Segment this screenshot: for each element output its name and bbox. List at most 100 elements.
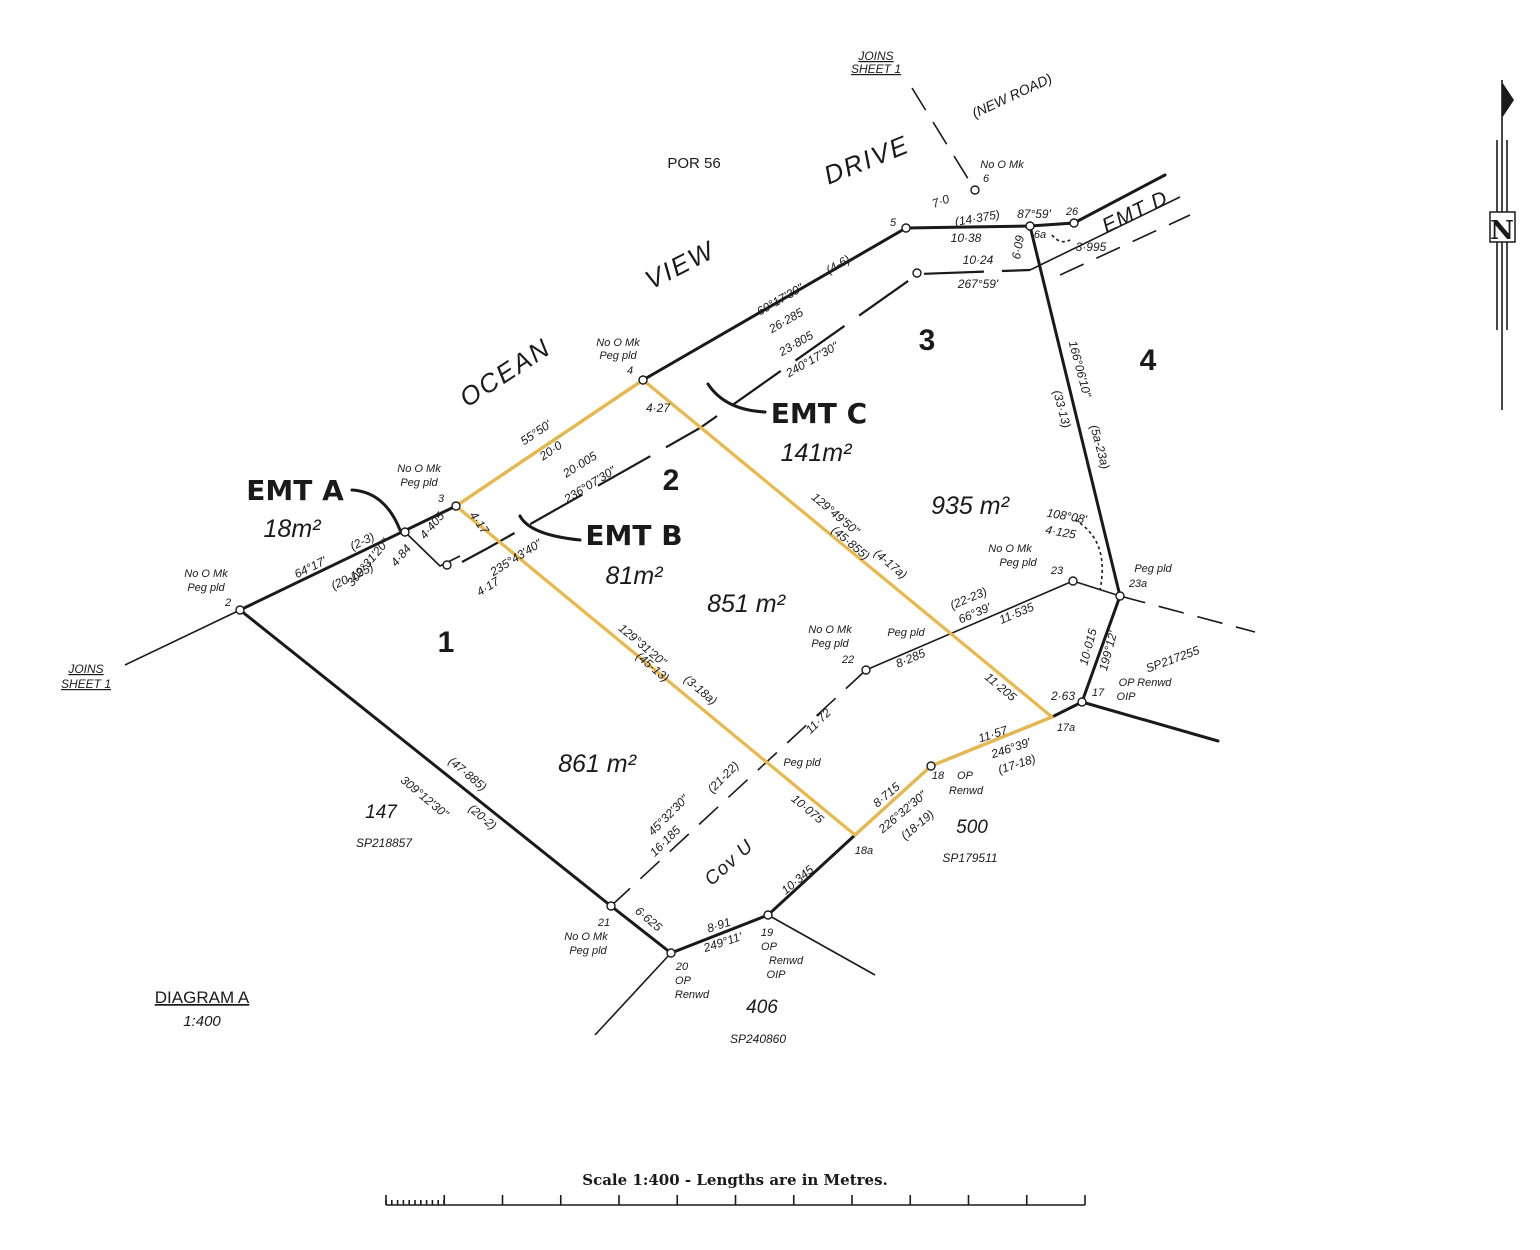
emt-a-leader xyxy=(350,488,402,532)
ann-l-47885: (47·885) xyxy=(446,754,490,794)
joins-line-west xyxy=(124,609,241,666)
dashed-21-22 xyxy=(610,669,867,907)
new-road-label: (NEW ROAD) xyxy=(969,70,1054,121)
emt-b-leader xyxy=(518,514,582,542)
station-22-note: No O Mk xyxy=(808,624,852,636)
north-arrow-box xyxy=(1489,211,1516,243)
lot-2-highlight xyxy=(454,378,1054,837)
easement-a-line xyxy=(404,531,461,567)
ann-l-1024: 10·24 xyxy=(963,253,994,267)
station-3-id: 3 xyxy=(438,493,445,505)
station-4-note2: Peg pld xyxy=(599,350,637,362)
mark-e1 xyxy=(912,268,922,278)
lot-1-area: 861 m² xyxy=(558,750,637,778)
station-21-id: 21 xyxy=(597,917,610,929)
joins-sheet-top-1: JOINS xyxy=(857,49,893,63)
dashed-new-road xyxy=(911,87,976,191)
north-arrow: N xyxy=(1489,80,1516,410)
ann-l-3995: 3·995 xyxy=(1076,240,1107,254)
ann-l-484: 4·84 xyxy=(388,541,414,569)
mark-2 xyxy=(235,605,245,615)
ann-l-5-6: 7·0 xyxy=(930,192,951,211)
road-word-drive: DRIVE xyxy=(820,129,914,190)
mark-6 xyxy=(970,185,980,195)
arc-3995 xyxy=(1051,234,1071,243)
station-4-note: No O Mk xyxy=(596,337,640,349)
station-20-note2: Renwd xyxy=(675,989,710,1001)
station-2-note: No O Mk xyxy=(184,568,228,580)
station-5-id: 5 xyxy=(890,217,897,229)
mark-21 xyxy=(606,901,616,911)
adjoin-406-lot: 406 xyxy=(746,997,778,1018)
ann-l-11535: 11·535 xyxy=(997,600,1036,627)
ann-d-20-2: (20-2) xyxy=(466,801,500,832)
scale-bar: Scale 1:400 - Lengths are in Metres. xyxy=(385,1171,1086,1206)
mark-22 xyxy=(861,665,871,675)
scale-ticks xyxy=(385,1195,1086,1205)
station-23a-id: 23a xyxy=(1128,578,1147,590)
ann-l-609: 6·09 xyxy=(1009,234,1027,260)
line-20-sw xyxy=(594,952,672,1036)
survey-marks xyxy=(235,185,1125,958)
boundary-lines xyxy=(124,87,1256,1036)
station-17a-id: 17a xyxy=(1057,722,1075,734)
line-19-se xyxy=(767,914,876,976)
emt-d-label: EMT D xyxy=(1099,186,1172,238)
ann-l-1038: 10·38 xyxy=(951,231,982,245)
ann-l-3-4: 20·0 xyxy=(536,438,565,464)
station-6-note: No O Mk xyxy=(980,159,1024,171)
line-23-23a xyxy=(1072,580,1121,597)
station-4-id: 4 xyxy=(627,365,633,377)
station-17-id: 17 xyxy=(1092,687,1105,699)
ann-l-1172: 11·72 xyxy=(803,705,834,736)
station-3-note2: Peg pld xyxy=(400,477,438,489)
emt-b-area: 81m² xyxy=(606,562,665,590)
adjoin-147-plan: SP218857 xyxy=(356,836,413,850)
station-6a-id: 6a xyxy=(1034,229,1046,241)
station-2-id: 2 xyxy=(224,597,231,609)
mark-3 xyxy=(451,501,461,511)
ann-l-427-top: 4·27 xyxy=(646,401,671,415)
boundary-17-east xyxy=(1080,700,1220,743)
line-22-23 xyxy=(865,580,1074,671)
joins-sheet-top-2: SHEET 1 xyxy=(851,62,901,76)
scale-note: Scale 1:400 - Lengths are in Metres. xyxy=(582,1171,888,1189)
station-19-note2: Renwd xyxy=(769,955,804,967)
mark-5 xyxy=(901,223,911,233)
station-21-note: No O Mk xyxy=(564,931,608,943)
north-arrow-flag xyxy=(1502,82,1514,118)
emt-c-leader xyxy=(706,382,767,414)
station-17-note2: OIP xyxy=(1117,691,1137,703)
mark-18 xyxy=(926,761,936,771)
diagram-title: DIAGRAM A xyxy=(155,988,250,1007)
labels: JOINS SHEET 1 JOINS SHEET 1 (NEW ROAD) P… xyxy=(61,49,1202,1046)
lot-1-label: 1 xyxy=(438,626,455,659)
emt-c-label: EMT C xyxy=(771,397,867,430)
station-23a-note: Peg pld xyxy=(1134,563,1172,575)
station-20-note: OP xyxy=(675,975,692,987)
peg-pld-22-23: Peg pld xyxy=(887,627,925,639)
dashed-23a-east xyxy=(1119,595,1256,633)
ann-l-6625: 6·625 xyxy=(632,904,665,935)
station-18a-id: 18a xyxy=(855,845,873,857)
diagram-scale: 1:400 xyxy=(183,1013,221,1030)
road-word-ocean: OCEAN xyxy=(454,332,556,413)
ann-d-4-5: (4-6) xyxy=(824,252,853,277)
north-letter: N xyxy=(1490,216,1514,246)
adjoin-406-plan: SP240860 xyxy=(730,1032,786,1046)
ann-l-263: 2·63 xyxy=(1050,689,1075,703)
adjoin-500-lot: 500 xyxy=(956,817,988,838)
lot-3-area: 935 m² xyxy=(931,492,1010,520)
lot-3-label: 3 xyxy=(919,324,936,357)
station-18-id: 18 xyxy=(932,770,945,782)
lot-2-area: 851 m² xyxy=(707,590,786,618)
ann-l-10345: 10·345 xyxy=(779,862,817,897)
station-23-note2: Peg pld xyxy=(999,557,1037,569)
easement-d-line xyxy=(1029,196,1181,271)
ann-l-8285: 8·285 xyxy=(894,646,928,671)
easement-d-south xyxy=(1059,214,1191,276)
mark-20 xyxy=(666,948,676,958)
joins-sheet-west-2: SHEET 1 xyxy=(61,677,111,691)
emt-a-area: 18m² xyxy=(264,515,323,543)
